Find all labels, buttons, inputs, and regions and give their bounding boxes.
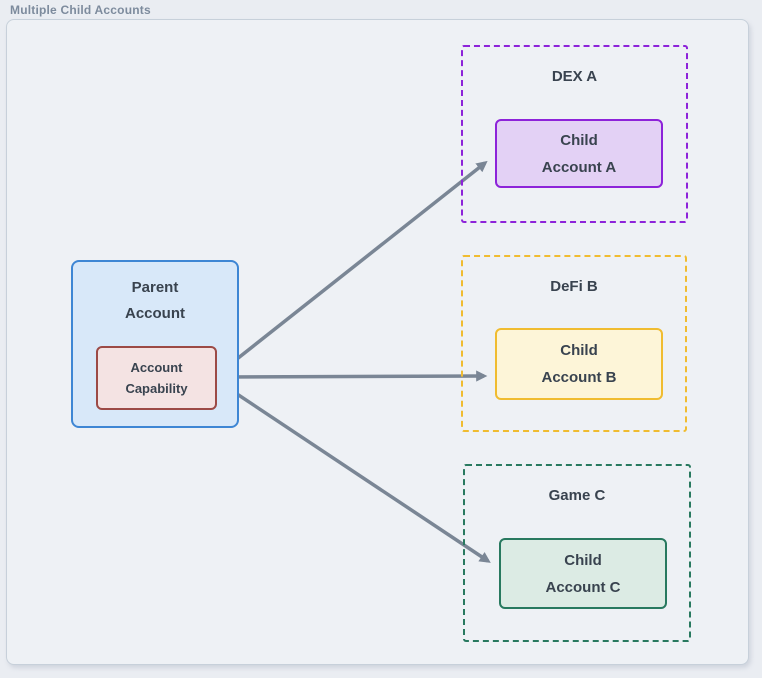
arrow-parent-to-child-b [222,370,488,382]
child-account-b-node: Child Account B [495,328,663,400]
child-account-c-node: Child Account C [499,538,667,609]
diagram-title: Multiple Child Accounts [10,3,151,17]
parent-account-node: Parent Account Account Capability [71,260,239,428]
group-game-c: Game C Child Account C [463,464,691,642]
group-dex-a-title: DEX A [551,68,598,85]
group-dex-a: DEX A Child Account A [461,45,688,223]
child-account-a-node: Child Account A [495,119,663,188]
capability-label-line1: Account [130,360,183,375]
group-game-c-title: Game C [548,487,606,504]
arrow-parent-to-child-c [221,382,491,563]
child-b-label-line2: Account B [541,369,617,386]
parent-label-line1: Parent [131,279,179,296]
child-c-label-line2: Account C [545,578,621,596]
group-defi-b-title: DeFi B [550,278,598,295]
diagram-canvas: Parent Account Account Capability DEX A … [6,19,749,665]
parent-account-label: Parent Account [73,275,237,327]
group-defi-b: DeFi B Child Account B [461,255,687,432]
child-b-label-line1: Child [560,342,598,359]
capability-label-line2: Capability [125,381,188,396]
child-a-label-line1: Child [560,131,598,149]
parent-label-line2: Account [125,305,185,322]
account-capability-node: Account Capability [96,346,217,410]
child-a-label-line2: Account A [541,158,617,176]
child-c-label-line1: Child [564,551,602,569]
arrow-parent-to-child-a [221,160,488,372]
